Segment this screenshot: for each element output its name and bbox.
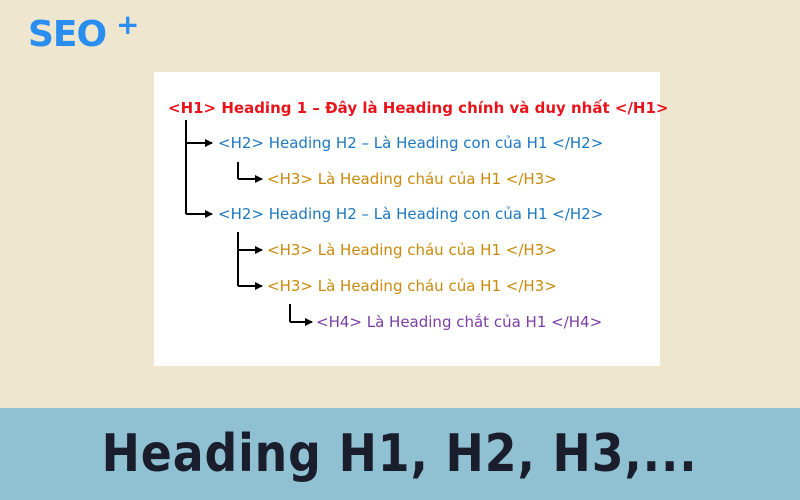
heading-line-h3: <H3> Là Heading cháu của H1 </H3> [267,277,557,295]
heading-hierarchy-card: <H1> Heading 1 – Đây là Heading chính và… [154,72,669,366]
seo-logo: SEO + [28,8,139,55]
heading-line-h3: <H3> Là Heading cháu của H1 </H3> [267,170,557,188]
heading-line-h2: <H2> Heading H2 – Là Heading con của H1 … [218,205,604,223]
logo-text: SEO [28,14,107,55]
hierarchy-connectors [185,120,313,326]
banner-title: Heading H1, H2, H3,... [102,424,698,484]
heading-line-h4: <H4> Là Heading chắt của H1 </H4> [316,313,603,331]
heading-line-h3: <H3> Là Heading cháu của H1 </H3> [267,241,557,259]
heading-line-h1: <H1> Heading 1 – Đây là Heading chính và… [168,99,669,117]
logo-plus: + [116,8,139,41]
heading-line-h2: <H2> Heading H2 – Là Heading con của H1 … [218,134,604,152]
title-banner: Heading H1, H2, H3,... [0,408,800,500]
